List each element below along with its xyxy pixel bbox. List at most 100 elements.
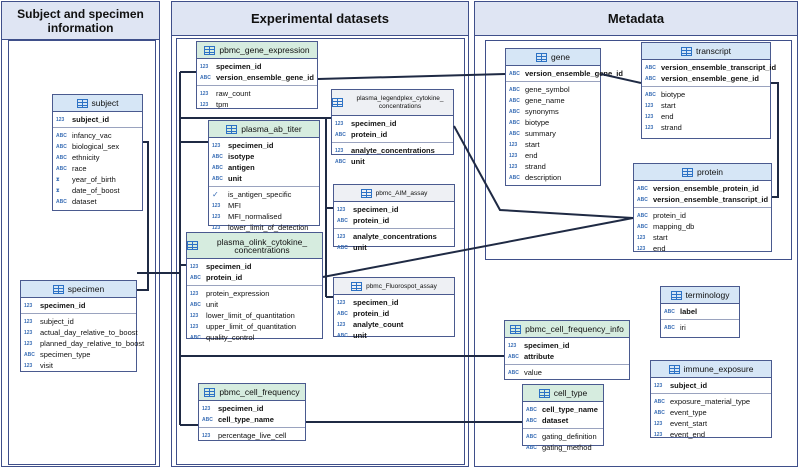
field-name: specimen_id bbox=[40, 301, 86, 310]
text-type-icon: ABC bbox=[212, 153, 223, 160]
table-icon bbox=[510, 324, 522, 334]
field-name: end bbox=[525, 151, 538, 160]
number-type-icon: 123 bbox=[645, 102, 654, 109]
table-header: terminology bbox=[661, 287, 739, 304]
table-icon bbox=[226, 124, 238, 134]
number-type-icon: 123 bbox=[335, 120, 344, 127]
table-icon bbox=[536, 52, 548, 62]
field-name: actual_day_relative_to_boost bbox=[40, 328, 138, 337]
field-name: percentage_live_cell bbox=[218, 431, 287, 440]
link-legendplex-protein bbox=[453, 125, 634, 219]
table-header: pbmc_Fluorospot_assay bbox=[334, 278, 454, 295]
field-name: protein_id bbox=[353, 216, 390, 225]
field-name: specimen_type bbox=[40, 350, 91, 359]
number-type-icon: 123 bbox=[509, 163, 518, 170]
number-type-icon: 123 bbox=[212, 224, 221, 231]
number-type-icon: 123 bbox=[24, 329, 33, 336]
key-field: ABC protein_id bbox=[334, 215, 454, 226]
field-name: gene_symbol bbox=[525, 85, 570, 94]
text-type-icon: ABC bbox=[335, 158, 346, 165]
field-name: biological_sex bbox=[72, 142, 120, 151]
text-type-icon: ABC bbox=[509, 97, 520, 104]
field-name: version_ensemble_gene_id bbox=[525, 69, 623, 78]
text-type-icon: ABC bbox=[509, 86, 520, 93]
text-type-icon: ABC bbox=[337, 244, 348, 251]
field-name: exposure_material_type bbox=[670, 397, 751, 406]
number-type-icon: 123 bbox=[337, 206, 346, 213]
field-name: protein_id bbox=[653, 211, 686, 220]
field-name: subject_id bbox=[40, 317, 74, 326]
field-name: version_ensemble_gene_id bbox=[216, 73, 314, 82]
date-type-icon: ⧗ bbox=[56, 176, 60, 183]
text-type-icon: ABC bbox=[212, 175, 223, 182]
table-header: subject bbox=[53, 95, 142, 112]
text-type-icon: ABC bbox=[190, 301, 201, 308]
field-name: tpm bbox=[216, 100, 229, 109]
text-type-icon: ABC bbox=[190, 334, 201, 341]
number-type-icon: 123 bbox=[24, 362, 33, 369]
gene-group-frame bbox=[485, 40, 792, 260]
table-header: pbmc_gene_expression bbox=[197, 42, 317, 59]
field-name: specimen_id bbox=[353, 205, 399, 214]
table-icon bbox=[360, 188, 372, 198]
field-name: analyte_count bbox=[353, 320, 404, 329]
text-type-icon: ABC bbox=[654, 398, 665, 405]
text-type-icon: ABC bbox=[202, 416, 213, 423]
table-title: terminology bbox=[685, 290, 730, 300]
number-type-icon: 123 bbox=[24, 340, 33, 347]
table-icon bbox=[681, 46, 693, 56]
text-type-icon: ABC bbox=[526, 433, 537, 440]
text-type-icon: ABC bbox=[645, 91, 656, 98]
text-type-icon: ABC bbox=[645, 64, 656, 71]
table-title: cell_type bbox=[553, 388, 588, 398]
text-type-icon: ABC bbox=[337, 217, 348, 224]
field-name: ethnicity bbox=[72, 153, 100, 162]
table-title: pbmc_Fluorospot_assay bbox=[366, 282, 437, 290]
field: ABC exposure_material_type bbox=[651, 396, 771, 407]
field-name: attribute bbox=[524, 352, 554, 361]
field-name: end bbox=[661, 112, 674, 121]
table-header: pbmc_cell_frequency_info bbox=[505, 321, 629, 338]
text-type-icon: ABC bbox=[509, 130, 520, 137]
number-type-icon: 123 bbox=[212, 142, 221, 149]
text-type-icon: ABC bbox=[190, 274, 201, 281]
text-type-icon: ABC bbox=[509, 70, 520, 77]
link-olink-protein bbox=[322, 217, 634, 278]
field-name: unit bbox=[353, 331, 367, 340]
field-name: version_ensemble_transcript_id bbox=[653, 195, 769, 204]
field-name: event_start bbox=[670, 419, 708, 428]
number-type-icon: 123 bbox=[509, 141, 518, 148]
field-name: infancy_vac bbox=[72, 131, 112, 140]
field-name: year_of_birth bbox=[72, 175, 116, 184]
field-name: strand bbox=[661, 123, 682, 132]
table-icon bbox=[204, 45, 216, 55]
table-title: plasma_olink_cytokine_ concentrations bbox=[216, 236, 308, 255]
